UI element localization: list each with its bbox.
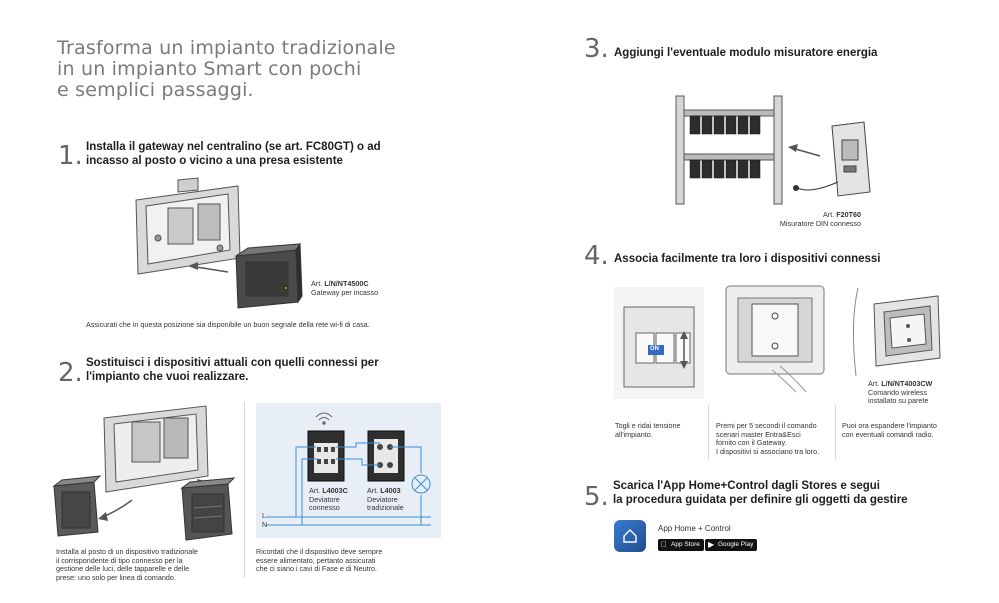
caption-line: con eventuali comandi radio. <box>842 429 934 439</box>
connected-switch-label: Art. L4003C Deviatore connesso <box>309 486 348 513</box>
page-headline: Trasforma un impianto tradizionale in un… <box>57 38 417 101</box>
step-4-caption-3: Puoi ora espandere l'impianto con eventu… <box>842 421 937 439</box>
app-store-badge[interactable]:  App Store <box>658 539 704 551</box>
step-4-caption-2: Premi per 5 secondi il comando scenari m… <box>716 421 820 456</box>
step-1-product-label: Art. L/N/NT4500C Gateway per incasso <box>311 279 379 297</box>
traditional-switch-desc-2: tradizionale <box>367 503 404 513</box>
step-2-divider <box>244 402 245 578</box>
traditional-switch-code: L4003 <box>380 486 401 495</box>
step-3-title: Aggiungi l'eventuale modulo misuratore e… <box>614 46 877 60</box>
traditional-switch-desc-1: Deviatore <box>367 494 398 504</box>
meter-product-code: F20T60 <box>836 210 861 219</box>
step-1-title-line-1: Installa il gateway nel centralino (se a… <box>86 141 381 153</box>
step-4-product-label: Art. L/N/NT4003CW Comando wireless insta… <box>868 379 933 406</box>
connected-switch-code: L4003C <box>322 486 348 495</box>
step-5-title-line-2: la procedura guidata per definire gli og… <box>613 494 908 506</box>
caption-line: gestione delle luci, delle tapparelle e … <box>56 564 190 574</box>
wireless-product-code: L/N/NT4003CW <box>881 379 933 388</box>
app-name: App Home + Control <box>658 524 731 533</box>
gateway-installation-illustration <box>135 177 303 309</box>
power-cycle-illustration <box>614 287 704 399</box>
step-2-title-line-1: Sostituisci i dispositivi attuali con qu… <box>86 357 379 369</box>
caption-line: il corrispondente di tipo connesso per l… <box>56 555 183 565</box>
caption-line: prese: uno solo per linea di comando. <box>56 572 176 582</box>
step-3-product-label: Art. F20T60 Misuratore DIN connesso <box>779 210 861 228</box>
step-5-title: Scarica l'App Home+Control dagli Stores … <box>613 479 908 507</box>
caption-line: Premi per 5 secondi il comando <box>716 421 817 430</box>
step-4-divider-2 <box>835 405 836 460</box>
device-replacement-illustration <box>52 405 236 541</box>
wire-n-label: N <box>262 522 268 529</box>
caption-line: Ricordati che il dispositivo deve sempre <box>256 547 383 556</box>
step-2-title: Sostituisci i dispositivi attuali con qu… <box>86 356 379 384</box>
house-icon <box>623 529 637 543</box>
wiring-diagram-panel <box>256 403 441 538</box>
step-5-title-line-1: Scarica l'App Home+Control dagli Stores … <box>613 480 880 492</box>
caption-line: scenari master Entra&Esci <box>716 429 801 439</box>
headline-line-1: Trasforma un impianto tradizionale <box>57 37 396 59</box>
step-4-title-line-1: Associa facilmente tra loro i dispositiv… <box>614 253 881 265</box>
caption-line: all'impianto. <box>615 429 653 439</box>
traditional-switch-label: Art. L4003 Deviatore tradizionale <box>367 486 404 513</box>
breaker-on-switch <box>648 345 664 355</box>
art-prefix: Art. <box>311 279 325 288</box>
home-control-app-icon[interactable] <box>614 520 646 552</box>
wire-l-label: L <box>262 513 266 520</box>
step-1-title: Installa il gateway nel centralino (se a… <box>86 140 381 168</box>
art-prefix: Art. <box>309 486 323 495</box>
headline-line-3: e semplici passaggi. <box>57 79 254 101</box>
apple-icon:  <box>661 540 667 550</box>
google-play-badge[interactable]: ▶ Google Play <box>705 539 758 551</box>
wireless-command-illustration <box>852 287 941 377</box>
step-3-title-line-1: Aggiungi l'eventuale modulo misuratore e… <box>614 47 878 59</box>
wireless-product-desc-2: installato su parete <box>868 396 929 406</box>
step-3-number: 3. <box>584 34 609 64</box>
wiring-diagram <box>266 412 431 526</box>
connected-switch-desc-2: connesso <box>309 503 340 513</box>
step-5-number: 5. <box>584 482 609 512</box>
step-4-number: 4. <box>584 241 609 271</box>
google-play-label: Google Play <box>718 541 754 548</box>
meter-product-desc: Misuratore DIN connesso <box>779 218 861 228</box>
step-1-note: Assicurati che in questa posizione sia d… <box>86 320 370 329</box>
caption-line: fornito con il Gateway. <box>716 438 787 448</box>
step-4-divider-1 <box>708 405 709 460</box>
caption-line: che ci siano i cavi di Fase e di Neutro. <box>256 564 378 574</box>
connected-switch-desc-1: Deviatore <box>309 494 340 504</box>
master-command-illustration <box>725 285 825 393</box>
wireless-product-desc-1: Comando wireless <box>868 387 928 397</box>
wifi-icon <box>315 412 333 425</box>
headline-line-2: in un impianto Smart con pochi <box>57 58 362 80</box>
art-prefix: Art. <box>868 379 882 388</box>
energy-meter-illustration <box>675 95 871 205</box>
gateway-product-code: L/N/NT4500C <box>324 279 369 288</box>
step-2-right-caption: Ricordati che il dispositivo deve sempre… <box>256 547 383 574</box>
step-2-title-line-2: l'impianto che vuoi realizzare. <box>86 371 249 383</box>
step-4-title: Associa facilmente tra loro i dispositiv… <box>614 252 881 266</box>
art-prefix: Art. <box>367 486 381 495</box>
caption-line: I dispositivi si associano tra loro. <box>716 446 820 456</box>
caption-line: Puoi ora espandere l'impianto <box>842 421 937 430</box>
step-2-number: 2. <box>58 358 83 388</box>
step-1-title-line-2: incasso al posto o vicino a una presa es… <box>86 155 343 167</box>
step-1-number: 1. <box>58 141 83 171</box>
caption-line: essere alimentato, pertanto assicurati <box>256 555 376 565</box>
caption-line: Togli e ridai tensione <box>615 421 681 430</box>
breaker-on-label: ON <box>650 346 659 352</box>
app-store-label: App Store <box>671 541 700 548</box>
gateway-product-desc: Gateway per incasso <box>311 287 379 297</box>
step-2-left-caption: Installa al posto di un dispositivo trad… <box>56 547 198 582</box>
play-icon: ▶ <box>708 540 715 549</box>
caption-line: Installa al posto di un dispositivo trad… <box>56 547 198 556</box>
step-4-caption-1: Togli e ridai tensione all'impianto. <box>615 421 681 439</box>
art-prefix: Art. <box>823 210 837 219</box>
